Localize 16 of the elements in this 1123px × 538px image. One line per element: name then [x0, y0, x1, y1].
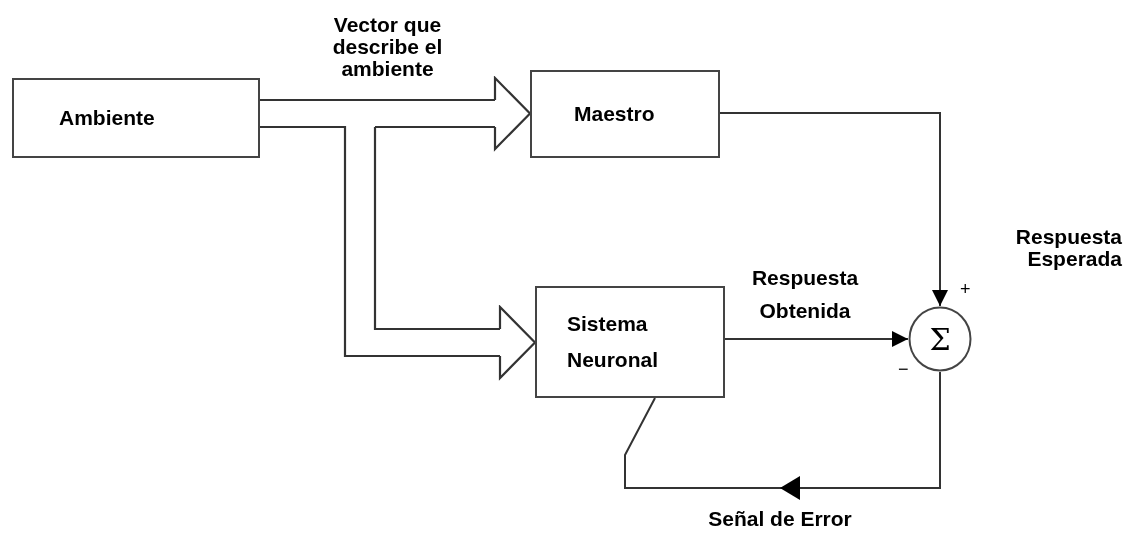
edge-label: Respuesta Esperada — [1014, 226, 1122, 271]
sign-label: + — [960, 280, 971, 299]
box-label: Maestro — [574, 101, 656, 128]
process-box — [12, 78, 260, 158]
sign-label: − — [898, 360, 909, 379]
edge-label: Señal de Error — [707, 508, 853, 531]
sigma-symbol: Σ — [929, 320, 951, 359]
box-label: Sistema Neuronal — [567, 311, 659, 373]
process-box — [530, 70, 720, 158]
box-label: Ambiente — [59, 105, 156, 132]
arrow — [719, 112, 948, 307]
edge-label: Vector que describe el ambiente — [331, 14, 444, 81]
summing-junction — [908, 306, 972, 372]
arrow — [724, 331, 909, 347]
edge-label: Respuesta Obtenida — [750, 265, 860, 324]
process-box — [535, 286, 725, 398]
